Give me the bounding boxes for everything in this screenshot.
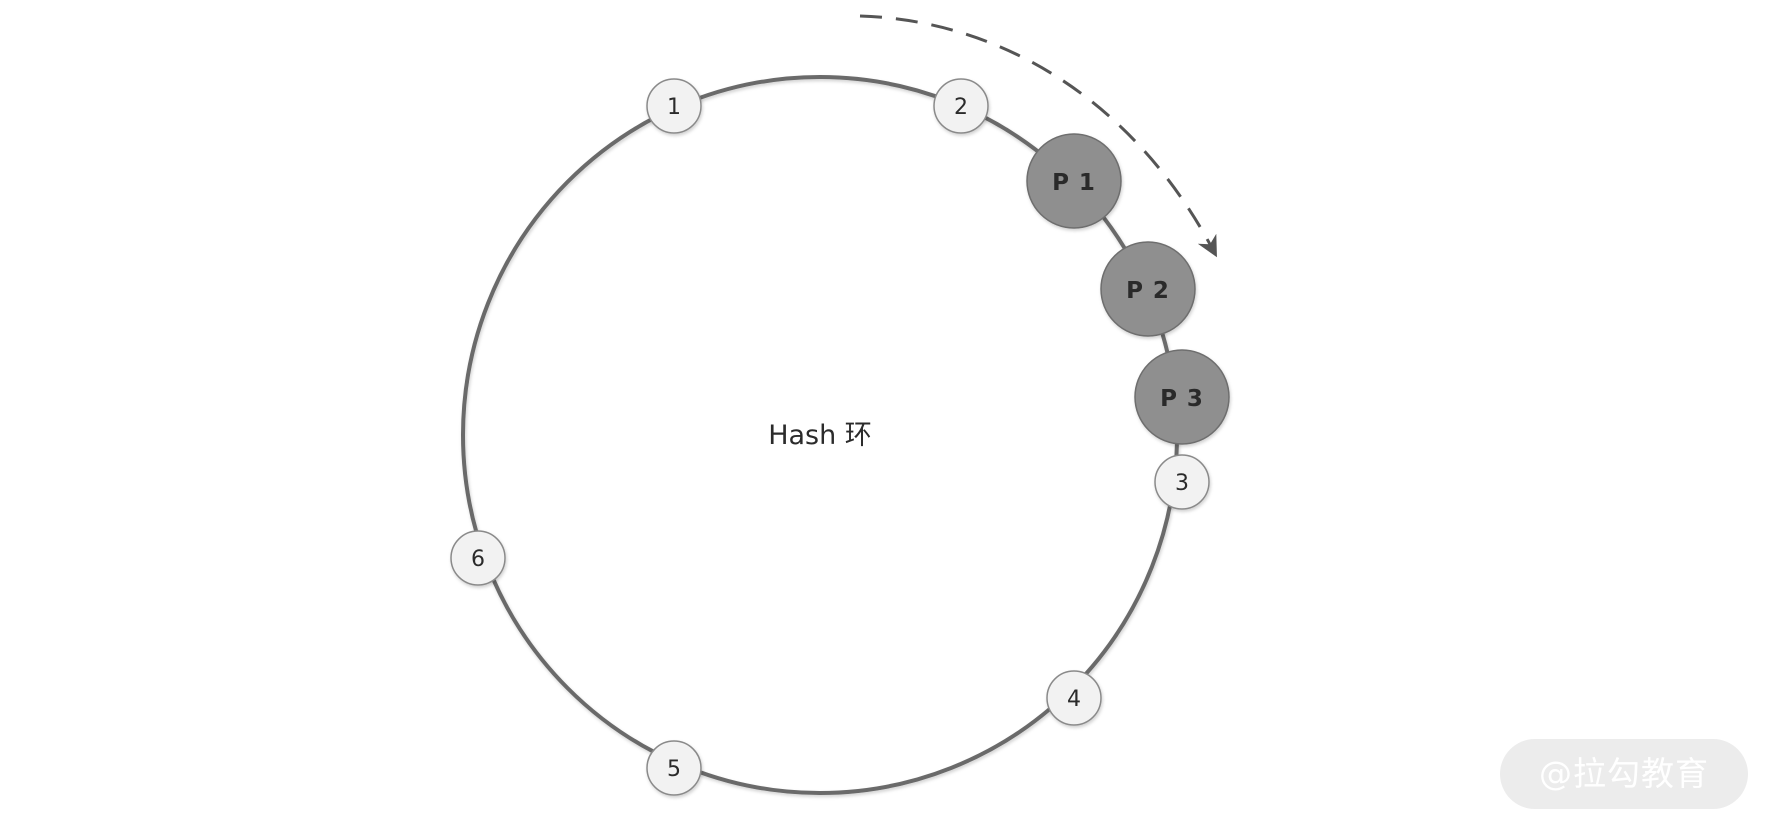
partition-p2: P 2	[1100, 241, 1196, 337]
partition-label: P 3	[1160, 386, 1204, 412]
ring-node-label: 4	[1067, 687, 1081, 712]
ring-node-label: 1	[667, 95, 681, 120]
ring-node-5: 5	[646, 740, 702, 796]
partition-label: P 1	[1052, 170, 1096, 196]
ring-node-label: 2	[954, 95, 968, 120]
ring-node-label: 5	[667, 757, 681, 782]
rotation-arrow	[859, 14, 1217, 258]
ring-node-3: 3	[1154, 454, 1210, 510]
partition-p1: P 1	[1026, 133, 1122, 229]
partition-label: P 2	[1126, 278, 1170, 304]
ring-node-2: 2	[933, 78, 989, 134]
ring-node-label: 3	[1175, 471, 1189, 496]
watermark-text: @拉勾教育	[1539, 754, 1709, 793]
partition-p3: P 3	[1134, 349, 1230, 445]
ring-node-1: 1	[646, 78, 702, 134]
ring-node-label: 6	[471, 547, 485, 572]
watermark-badge: @拉勾教育	[1500, 739, 1748, 809]
ring-node-6: 6	[450, 530, 506, 586]
ring-node-4: 4	[1046, 670, 1102, 726]
ring-label: Hash 环	[768, 420, 872, 451]
